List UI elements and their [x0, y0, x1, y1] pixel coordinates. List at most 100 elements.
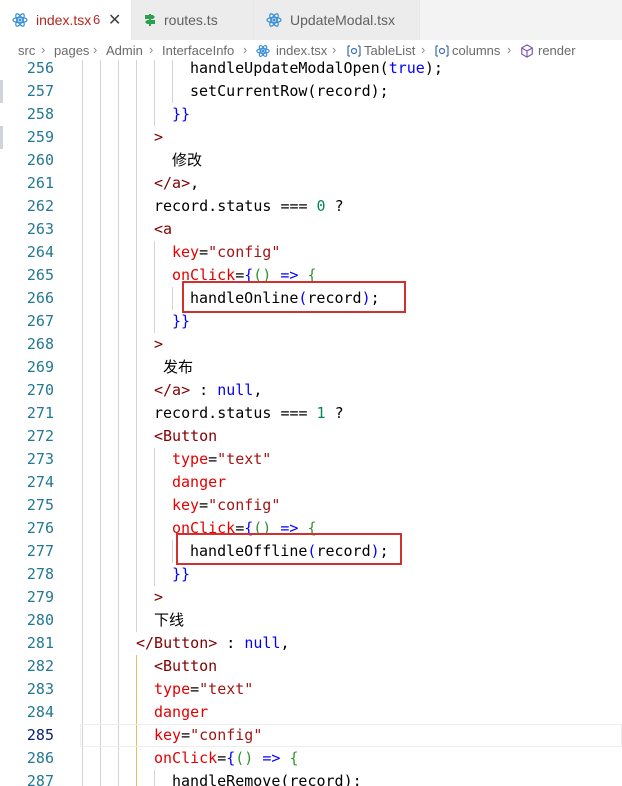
close-icon[interactable]: ✕ — [108, 12, 122, 29]
code-line[interactable]: 266 handleOnline(record); — [0, 287, 622, 310]
breadcrumb-item[interactable]: columns — [452, 43, 501, 58]
code-text: handleOnline(record); — [190, 287, 380, 310]
code-line[interactable]: 287 handleRemove(record); — [0, 770, 622, 786]
line-number[interactable]: 271 — [26, 404, 54, 422]
code-line[interactable]: 267}} — [0, 310, 622, 333]
code-token: danger — [154, 703, 209, 721]
line-number[interactable]: 257 — [26, 82, 54, 100]
tab-updatemodal-tsx[interactable]: UpdateModal.tsx — [254, 0, 420, 40]
line-number[interactable]: 275 — [26, 496, 54, 514]
line-number[interactable]: 267 — [26, 312, 54, 330]
method-icon — [521, 44, 533, 58]
line-number[interactable]: 287 — [26, 772, 54, 786]
line-number[interactable]: 279 — [26, 588, 54, 606]
breadcrumb: src › pages › Admin › InterfaceInfo › in… — [0, 40, 622, 62]
line-number[interactable]: 259 — [26, 128, 54, 146]
line-number[interactable]: 284 — [26, 703, 54, 721]
code-line[interactable]: 270 </a> : null, — [0, 379, 622, 402]
code-line[interactable]: 282<Button — [0, 655, 622, 678]
code-line[interactable]: 281 </Button> : null, — [0, 632, 622, 655]
breadcrumb-item[interactable]: InterfaceInfo — [162, 43, 235, 58]
code-token: { — [280, 749, 299, 767]
code-token: = — [199, 496, 209, 514]
line-number[interactable]: 286 — [26, 749, 54, 767]
code-text: handleRemove(record); — [172, 770, 362, 786]
tab-routes-ts[interactable]: routes.ts — [132, 0, 254, 40]
line-number[interactable]: 280 — [26, 611, 54, 629]
line-number[interactable]: 274 — [26, 473, 54, 491]
line-number[interactable]: 283 — [26, 680, 54, 698]
line-number[interactable]: 258 — [26, 105, 54, 123]
code-token: "config" — [208, 496, 281, 514]
route-icon — [145, 14, 155, 26]
line-number[interactable]: 261 — [26, 174, 54, 192]
code-line[interactable]: 272<Button — [0, 425, 622, 448]
code-line[interactable]: 277 handleOffline(record); — [0, 540, 622, 563]
breadcrumb-item[interactable]: index.tsx — [276, 43, 328, 58]
code-text: </Button> : null, — [136, 632, 290, 655]
code-text: record.status === 1 ? — [154, 402, 344, 425]
code-token: danger — [172, 473, 227, 491]
line-number[interactable]: 256 — [26, 60, 54, 77]
line-number[interactable]: 270 — [26, 381, 54, 399]
code-line[interactable]: 284 danger — [0, 701, 622, 724]
code-line[interactable]: 274 danger — [0, 471, 622, 494]
code-token: key — [172, 243, 200, 261]
breadcrumb-item[interactable]: Admin — [106, 43, 143, 58]
code-line[interactable]: 268> — [0, 333, 622, 356]
breadcrumb-item[interactable]: TableList — [364, 43, 416, 58]
code-token: </Button> — [136, 634, 218, 652]
line-number[interactable]: 265 — [26, 266, 54, 284]
tab-index-tsx[interactable]: index.tsx 6 ✕ — [0, 0, 132, 40]
line-number[interactable]: 266 — [26, 289, 54, 307]
code-line[interactable]: 261</a>, — [0, 172, 622, 195]
line-number[interactable]: 276 — [26, 519, 54, 537]
code-token: }} — [172, 312, 191, 330]
code-line[interactable]: 263<a — [0, 218, 622, 241]
line-number[interactable]: 264 — [26, 243, 54, 261]
line-number[interactable]: 262 — [26, 197, 54, 215]
code-line[interactable]: 283 type="text" — [0, 678, 622, 701]
code-text: type="text" — [154, 678, 253, 701]
line-number[interactable]: 282 — [26, 657, 54, 675]
breadcrumb-item[interactable]: render — [538, 43, 576, 58]
line-number[interactable]: 278 — [26, 565, 54, 583]
code-line[interactable]: 259> — [0, 126, 622, 149]
code-line[interactable]: 258}} — [0, 103, 622, 126]
code-text: handleOffline(record); — [190, 540, 389, 563]
code-token: () — [235, 749, 263, 767]
code-text: </a> : null, — [154, 379, 262, 402]
code-line[interactable]: 271 record.status === 1 ? — [0, 402, 622, 425]
code-token: 0 — [307, 197, 326, 215]
code-token: ( — [298, 289, 308, 307]
line-number[interactable]: 260 — [26, 151, 54, 169]
line-number[interactable]: 273 — [26, 450, 54, 468]
line-number[interactable]: 272 — [26, 427, 54, 445]
breadcrumb-item[interactable]: src — [18, 43, 36, 58]
tab-label: index.tsx — [36, 12, 92, 28]
chevron-right-icon: › — [93, 42, 98, 57]
line-number[interactable]: 285 — [26, 726, 54, 744]
code-line[interactable]: 278}} — [0, 563, 622, 586]
line-number[interactable]: 263 — [26, 220, 54, 238]
line-number[interactable]: 277 — [26, 542, 54, 560]
breadcrumb-item[interactable]: pages — [54, 43, 90, 58]
code-line[interactable]: 279> — [0, 586, 622, 609]
line-number[interactable]: 269 — [26, 358, 54, 376]
line-number[interactable]: 268 — [26, 335, 54, 353]
line-number[interactable]: 281 — [26, 634, 54, 652]
